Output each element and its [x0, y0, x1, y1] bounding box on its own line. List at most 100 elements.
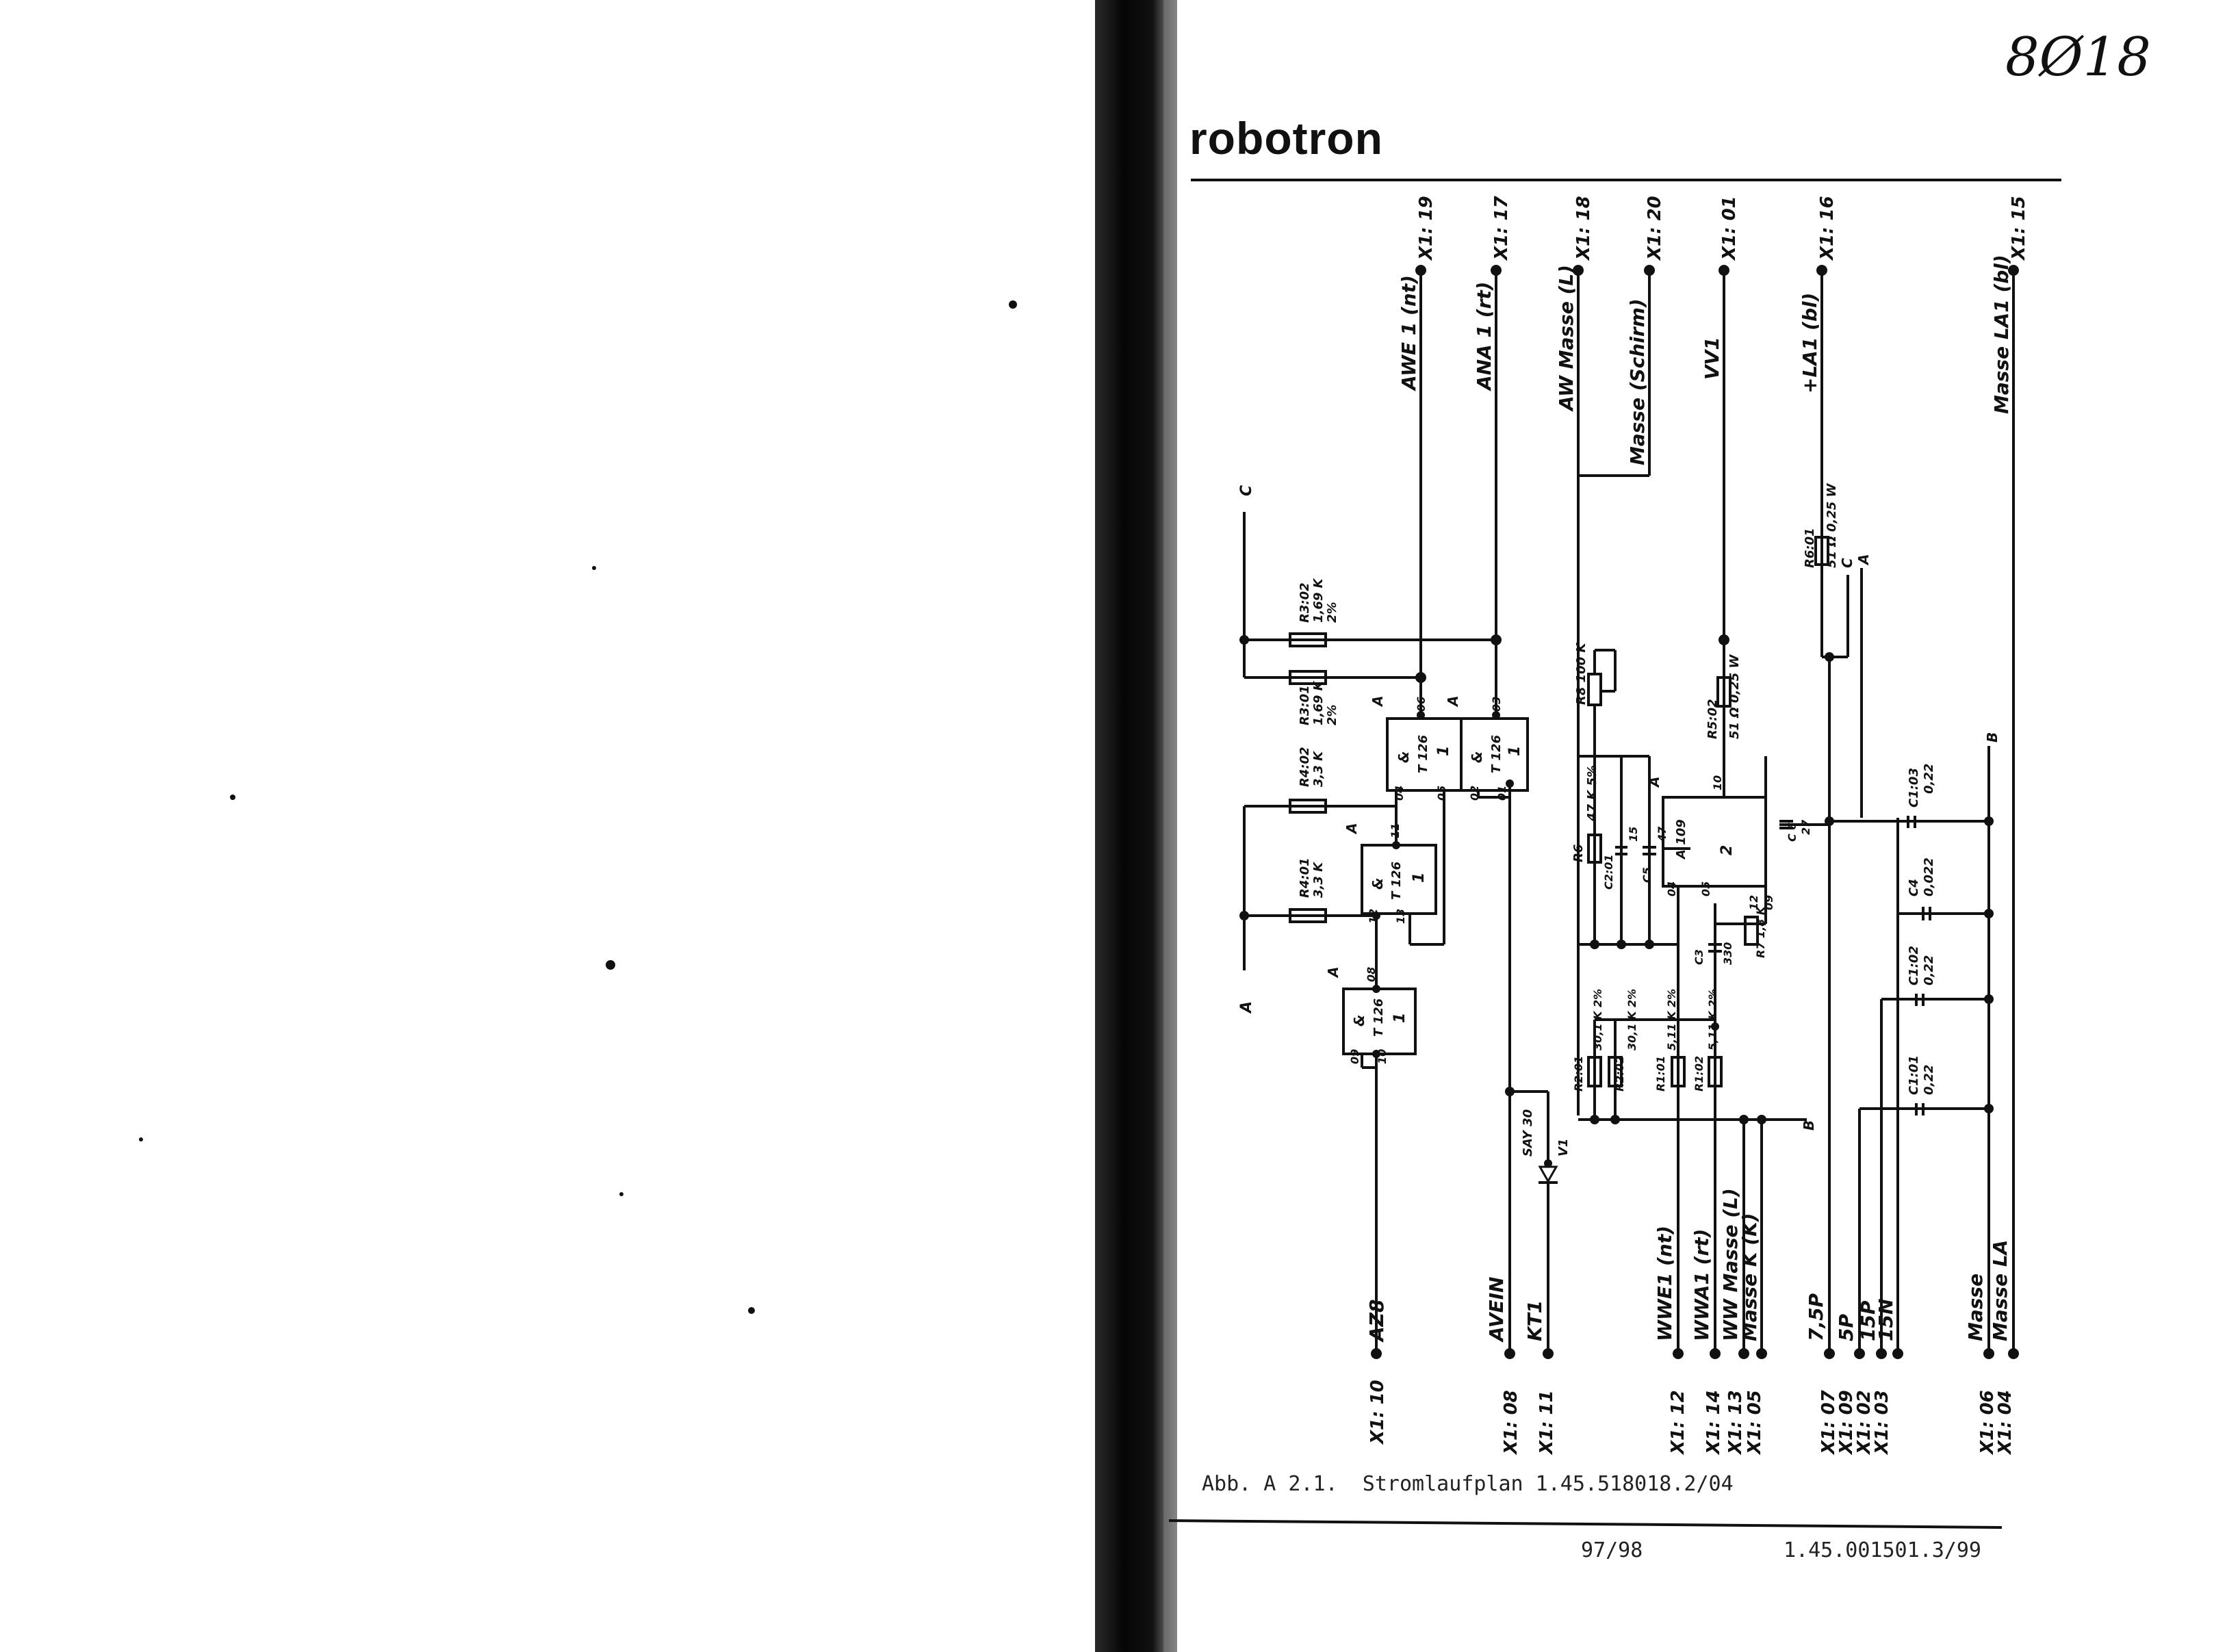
top-signal-lines	[1419, 270, 2015, 1355]
circuit-schematic: X1: 19 X1: 17 X1: 18 X1: 20 X1: 01 X1: 1…	[1238, 195, 2029, 1456]
scan-specks	[139, 300, 1017, 1314]
svg-text:C1:02: C1:02	[1907, 946, 1921, 985]
svg-text:A: A	[1445, 696, 1461, 708]
svg-text:X1: 09: X1: 09	[1836, 1390, 1857, 1456]
svg-text:B: B	[1984, 732, 2000, 743]
svg-text:C5: C5	[1640, 867, 1653, 883]
svg-text:X1: 04: X1: 04	[1995, 1390, 2016, 1456]
pin-x1-16: X1: 16	[1817, 196, 1838, 261]
robotron-logo: robotron	[1189, 113, 1383, 164]
svg-text:03: 03	[1490, 697, 1503, 712]
pin-x1-19: X1: 19	[1416, 196, 1437, 261]
pin-x1-15: X1: 15	[2009, 196, 2029, 261]
svg-text:Masse K (K): Masse K (K)	[1738, 1213, 1761, 1341]
svg-text:R8 100 K: R8 100 K	[1574, 642, 1588, 705]
svg-text:30,1 K 2%: 30,1 K 2%	[1591, 989, 1604, 1050]
logic-section: C A R3:02 1,69 K 2% R3:01 1,69 K 2% R4:0…	[1238, 485, 1571, 1184]
svg-text:51 Ω 0,25 W: 51 Ω 0,25 W	[1727, 654, 1742, 739]
svg-text:1,69 K: 1,69 K	[1311, 577, 1326, 623]
svg-text:1: 1	[1506, 746, 1523, 756]
svg-text:A: A	[1238, 1001, 1255, 1014]
svg-text:SAY 30: SAY 30	[1521, 1109, 1535, 1157]
svg-text:13: 13	[1394, 909, 1407, 924]
svg-text:R6:01: R6:01	[1803, 528, 1817, 568]
svg-text:2: 2	[1719, 845, 1736, 855]
svg-text:27: 27	[1799, 819, 1812, 835]
svg-text:06: 06	[1415, 697, 1428, 712]
pin-x1-20: X1: 20	[1645, 196, 1665, 261]
svg-text:X1: 14: X1: 14	[1703, 1390, 1724, 1456]
svg-text:2%: 2%	[1325, 602, 1339, 623]
svg-text:R4:01: R4:01	[1298, 857, 1312, 898]
svg-text:AZ8: AZ8	[1365, 1300, 1388, 1343]
svg-text:7,5P: 7,5P	[1805, 1293, 1827, 1341]
footer-rule	[1168, 1519, 2003, 1529]
svg-text:A: A	[1855, 554, 1872, 566]
right-page	[1177, 0, 2214, 1652]
svg-text:1,69 K: 1,69 K	[1311, 680, 1326, 725]
svg-text:Masse: Masse	[1964, 1274, 1987, 1341]
svg-text:0,022: 0,022	[1922, 857, 1936, 896]
svg-text:30,1 K 2%: 30,1 K 2%	[1625, 989, 1638, 1050]
page-numbers: 97/98	[1581, 1538, 1643, 1562]
svg-text:WWE1 (nt): WWE1 (nt)	[1653, 1226, 1676, 1341]
svg-text:X1: 03: X1: 03	[1872, 1390, 1892, 1456]
svg-text:T 126: T 126	[1372, 998, 1386, 1037]
svg-text:X1: 13: X1: 13	[1725, 1390, 1746, 1456]
svg-text:5P: 5P	[1835, 1314, 1857, 1341]
svg-text:&: &	[1351, 1015, 1367, 1027]
figure-caption: Abb. A 2.1. Stromlaufplan 1.45.518018.2/…	[1202, 1472, 1734, 1496]
svg-text:12: 12	[1747, 895, 1760, 910]
svg-text:C1:03: C1:03	[1907, 768, 1921, 808]
svg-text:10: 10	[1711, 775, 1724, 790]
svg-text:X1: 06: X1: 06	[1977, 1390, 1998, 1456]
bottom-signal-lines	[1375, 657, 1990, 1354]
svg-text:Masse LA1 (bl): Masse LA1 (bl)	[1990, 255, 2013, 414]
svg-text:C2:01: C2:01	[1602, 854, 1615, 890]
svg-text:330: 330	[1721, 942, 1734, 965]
svg-text:X1: 08: X1: 08	[1501, 1390, 1521, 1456]
svg-text:09: 09	[1762, 895, 1775, 910]
svg-text:A: A	[1343, 823, 1360, 835]
svg-text:51 Ω 0,25 W: 51 Ω 0,25 W	[1825, 482, 1839, 568]
top-pin-labels: X1: 19 X1: 17 X1: 18 X1: 20 X1: 01 X1: 1…	[1416, 195, 2029, 261]
svg-text:AWE 1 (nt): AWE 1 (nt)	[1398, 275, 1420, 391]
svg-text:R1:01: R1:01	[1654, 1056, 1667, 1092]
pin-x1-17: X1: 17	[1491, 195, 1512, 261]
svg-text:B: B	[1801, 1120, 1817, 1131]
svg-text:R1:02: R1:02	[1692, 1056, 1705, 1092]
svg-text:1: 1	[1391, 1013, 1408, 1023]
svg-text:R4:02: R4:02	[1298, 747, 1312, 787]
svg-text:ANA 1 (rt): ANA 1 (rt)	[1473, 281, 1495, 391]
svg-text:V1: V1	[1556, 1139, 1571, 1157]
svg-text:+LA1 (bl): +LA1 (bl)	[1799, 293, 1821, 393]
svg-text:15: 15	[1627, 827, 1640, 842]
svg-text:R2:01: R2:01	[1572, 1056, 1585, 1092]
svg-text:C4: C4	[1907, 879, 1921, 896]
svg-text:04: 04	[1393, 786, 1406, 801]
opamp-section: 2 A 109 10 04 05 A R6 47 K 5%	[1571, 634, 1817, 1131]
diode-v1	[1538, 1165, 1558, 1184]
svg-text:C1:01: C1:01	[1907, 1055, 1921, 1095]
svg-text:04: 04	[1665, 881, 1678, 896]
bottom-pin-labels: X1: 10 X1: 08 X1: 11 X1: 12 X1: 14 X1: 1…	[1367, 1380, 2016, 1456]
svg-text:05: 05	[1699, 881, 1712, 896]
svg-text:T 126: T 126	[1389, 862, 1404, 900]
svg-text:R3:01: R3:01	[1298, 685, 1312, 725]
svg-text:47 K 5%: 47 K 5%	[1585, 765, 1599, 822]
svg-text:A: A	[1369, 696, 1386, 708]
svg-text:X1: 07: X1: 07	[1818, 1389, 1839, 1456]
svg-text:VV1: VV1	[1701, 337, 1723, 380]
svg-text:WWA1 (rt): WWA1 (rt)	[1690, 1229, 1713, 1341]
svg-text:0,22: 0,22	[1922, 955, 1936, 985]
svg-text:15P: 15P	[1857, 1300, 1879, 1341]
left-page	[0, 0, 1102, 1652]
svg-text:47: 47	[1656, 826, 1669, 842]
svg-text:05: 05	[1435, 786, 1448, 801]
svg-text:09: 09	[1348, 1049, 1361, 1064]
svg-text:AVEIN: AVEIN	[1485, 1277, 1508, 1343]
pin-x1-18: X1: 18	[1573, 196, 1594, 261]
svg-text:R5:02: R5:02	[1705, 699, 1720, 739]
bottom-signal-labels: AZ8 AVEIN KT1 WWE1 (nt) WWA1 (rt) WW Mas…	[1365, 1188, 2011, 1343]
